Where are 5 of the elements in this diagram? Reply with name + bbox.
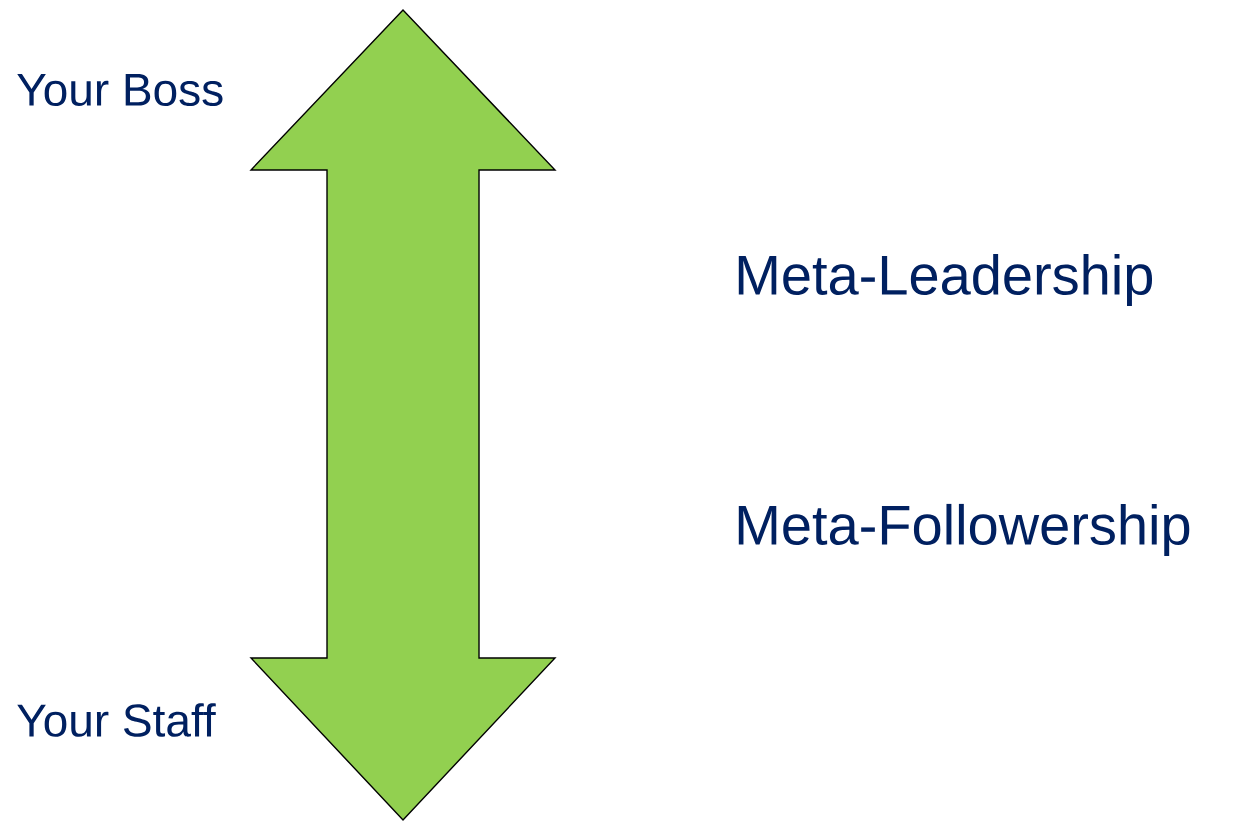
text-label: Your Boss — [17, 73, 223, 107]
text-label: Meta-Leadership — [738, 253, 1153, 307]
double-arrow — [249, 9, 557, 822]
text-label: Your Staff — [17, 703, 216, 737]
text-label: Meta-Followership — [738, 503, 1190, 557]
